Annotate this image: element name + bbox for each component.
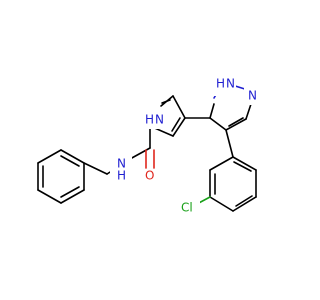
double-bond <box>161 99 171 104</box>
bond <box>209 156 234 171</box>
double-bond <box>233 161 252 172</box>
pyrazole-n-label: N <box>248 89 257 103</box>
label-background <box>141 170 159 186</box>
label-background <box>110 156 132 174</box>
pyrazole-h-label: H <box>216 77 225 91</box>
bond <box>60 149 85 164</box>
bond <box>209 103 215 119</box>
bond <box>37 189 62 204</box>
chlorine-label: Cl <box>181 201 193 215</box>
label-background <box>143 111 163 129</box>
bond <box>209 196 234 212</box>
label-background <box>212 78 236 96</box>
atom-labels: N H O N H H N N Cl <box>110 77 262 217</box>
pyrazole-nh-label: N <box>226 77 235 91</box>
amide-h-label: H <box>117 169 126 183</box>
bond <box>225 129 234 158</box>
chlorophenyl-ring <box>194 129 257 212</box>
bond <box>129 147 151 160</box>
bond <box>172 117 186 137</box>
bond <box>209 117 227 131</box>
amide-o-label: O <box>145 169 154 183</box>
bond <box>83 162 108 175</box>
label-background <box>178 199 200 217</box>
double-bond <box>171 117 181 132</box>
double-bond <box>60 186 80 198</box>
bond <box>232 156 257 171</box>
bond <box>60 189 85 204</box>
double-bond <box>235 195 253 207</box>
bond <box>232 196 257 212</box>
double-bond <box>228 117 244 127</box>
label-background <box>244 87 262 105</box>
pyrrole-n-label: N <box>155 113 164 127</box>
bond <box>172 95 186 119</box>
amide-n-label: N <box>117 157 126 171</box>
bond <box>225 118 247 131</box>
double-bond <box>60 155 80 167</box>
bond <box>37 149 62 164</box>
pyrrole-h-label: H <box>145 113 154 127</box>
molecule-structure: N H O N H H N N Cl <box>37 76 262 217</box>
bond <box>245 103 252 120</box>
benzyl-ring <box>37 149 85 204</box>
